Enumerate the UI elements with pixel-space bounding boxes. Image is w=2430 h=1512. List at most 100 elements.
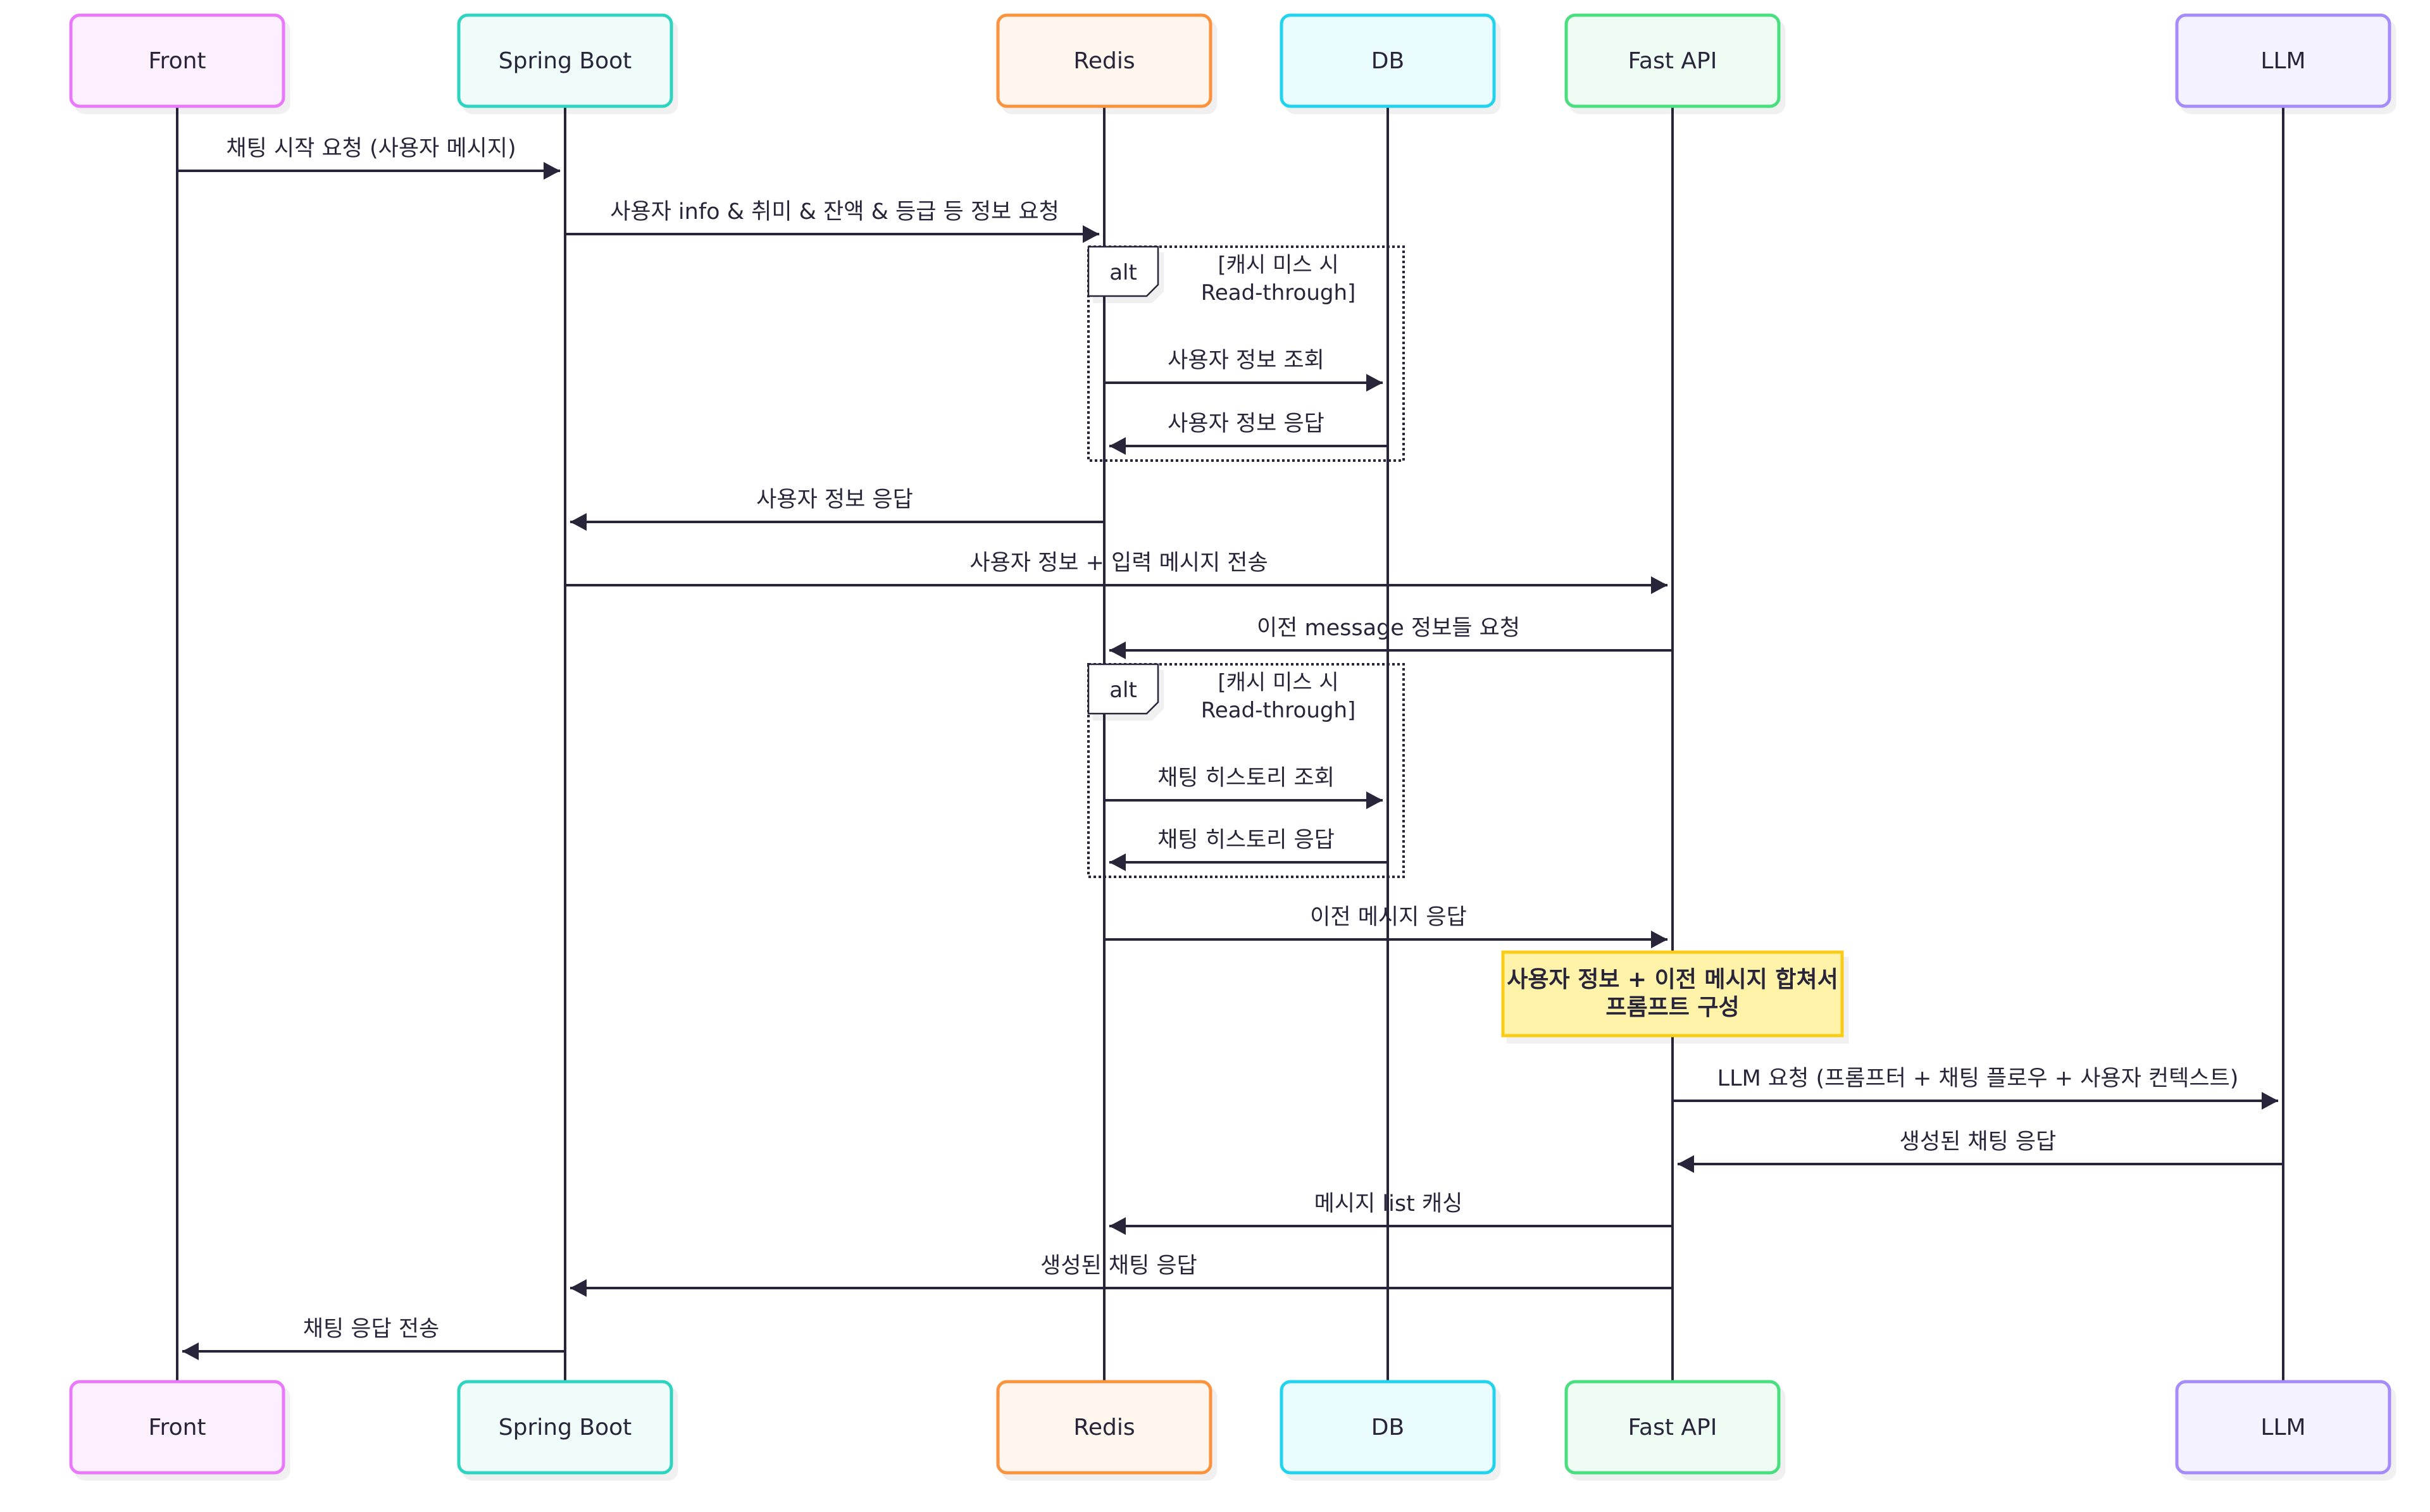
- message-8: 채팅 히스토리 조회: [1104, 765, 1383, 809]
- participant-label: LLM: [2260, 48, 2305, 74]
- arrowhead-icon: [1366, 374, 1383, 392]
- participant-front-bottom[interactable]: Front: [69, 1380, 285, 1475]
- participant-front-top[interactable]: Front: [69, 13, 285, 108]
- participant-label: DB: [1371, 1415, 1404, 1441]
- participant-label: Redis: [1073, 48, 1135, 74]
- message-12: 생성된 채팅 응답: [1677, 1129, 2283, 1173]
- message-13: 메시지 list 캐싱: [1109, 1191, 1673, 1235]
- arrowhead-icon: [1651, 931, 1667, 948]
- message-label: 사용자 정보 + 입력 메시지 전송: [969, 550, 1268, 576]
- participant-redis-bottom[interactable]: Redis: [996, 1380, 1212, 1475]
- message-label: 사용자 정보 응답: [756, 487, 913, 512]
- arrowhead-icon: [1651, 576, 1667, 594]
- message-label: 생성된 채팅 응답: [1900, 1129, 2057, 1155]
- participant-spring-bottom[interactable]: Spring Boot: [457, 1380, 673, 1475]
- alt-condition: Read-through]: [1201, 280, 1356, 306]
- participant-label: Fast API: [1628, 1415, 1717, 1441]
- participant-box: [996, 1380, 1212, 1475]
- alt-label-box: [1087, 245, 1159, 297]
- note-text: 프롬프트 구성: [1605, 995, 1739, 1020]
- messages: 채팅 시작 요청 (사용자 메시지) 사용자 info & 취미 & 잔액 & 등…: [177, 136, 2283, 1360]
- message-10: 이전 메시지 응답: [1104, 905, 1668, 948]
- participant-box: [69, 13, 285, 108]
- lifelines: [176, 106, 2284, 1382]
- note-text: 사용자 정보 + 이전 메시지 합쳐서: [1507, 967, 1838, 993]
- note-box: [1501, 950, 1844, 1038]
- participant-fastapi-bottom[interactable]: Fast API: [1564, 1380, 1781, 1475]
- message-label: 메시지 list 캐싱: [1314, 1191, 1463, 1217]
- participant-box: [69, 1380, 285, 1475]
- arrowhead-icon: [1109, 1217, 1126, 1235]
- participant-redis-top[interactable]: Redis: [996, 13, 1212, 108]
- participant-box: [996, 13, 1212, 108]
- alt-frame: [1087, 245, 1405, 462]
- alt-block: alt [캐시 미스 시 Read-through]: [1087, 663, 1405, 878]
- participant-box: [457, 13, 673, 108]
- participant-label: Spring Boot: [499, 1415, 632, 1441]
- alt-label-box: [1087, 663, 1159, 715]
- participant-box: [1280, 13, 1496, 108]
- message-label: 채팅 시작 요청 (사용자 메시지): [226, 136, 516, 161]
- message-label: 이전 메시지 응답: [1310, 905, 1467, 930]
- participant-fastapi-top[interactable]: Fast API: [1564, 13, 1781, 108]
- message-6: 사용자 정보 + 입력 메시지 전송: [565, 550, 1668, 594]
- arrowhead-icon: [1083, 225, 1099, 243]
- alt-frame: [1087, 663, 1405, 878]
- message-4: 사용자 정보 응답: [1109, 411, 1388, 455]
- arrowhead-icon: [570, 513, 587, 531]
- message-7: 이전 message 정보들 요청: [1109, 616, 1673, 659]
- arrowhead-icon: [1109, 437, 1126, 455]
- alt-keyword: alt: [1109, 260, 1137, 285]
- participant-db-top[interactable]: DB: [1280, 13, 1496, 108]
- message-label: LLM 요청 (프롬프터 + 채팅 플로우 + 사용자 컨텍스트): [1717, 1066, 2239, 1091]
- participant-box: [1564, 1380, 1781, 1475]
- arrowhead-icon: [544, 162, 560, 180]
- message-5: 사용자 정보 응답: [570, 487, 1104, 531]
- participant-box: [1564, 13, 1781, 108]
- participant-spring-top[interactable]: Spring Boot: [457, 13, 673, 108]
- message-9: 채팅 히스토리 응답: [1109, 827, 1388, 871]
- arrowhead-icon: [1109, 853, 1126, 871]
- participant-label: Fast API: [1628, 48, 1717, 74]
- message-label: 사용자 정보 응답: [1168, 411, 1324, 437]
- message-label: 사용자 info & 취미 & 잔액 & 등급 등 정보 요청: [610, 199, 1059, 225]
- message-3: 사용자 정보 조회: [1104, 348, 1383, 392]
- arrowhead-icon: [2262, 1092, 2278, 1110]
- message-11: LLM 요청 (프롬프터 + 채팅 플로우 + 사용자 컨텍스트): [1673, 1066, 2279, 1110]
- participant-label: DB: [1371, 48, 1404, 74]
- participant-box: [1280, 1380, 1496, 1475]
- participant-label: LLM: [2260, 1415, 2305, 1441]
- participant-box: [2175, 13, 2391, 108]
- alt-condition: Read-through]: [1201, 698, 1356, 723]
- message-15: 채팅 응답 전송: [182, 1317, 565, 1360]
- participant-llm-bottom[interactable]: LLM: [2175, 1380, 2391, 1475]
- participant-db-bottom[interactable]: DB: [1280, 1380, 1496, 1475]
- arrowhead-icon: [1678, 1155, 1694, 1173]
- arrowhead-icon: [1366, 791, 1383, 809]
- alt-keyword: alt: [1109, 678, 1137, 703]
- message-label: 생성된 채팅 응답: [1040, 1253, 1197, 1279]
- message-1: 채팅 시작 요청 (사용자 메시지): [177, 136, 561, 180]
- message-label: 사용자 정보 조회: [1168, 348, 1324, 373]
- alt-condition: [캐시 미스 시: [1218, 252, 1338, 278]
- participant-label: Spring Boot: [499, 48, 632, 74]
- arrowhead-icon: [1109, 641, 1126, 659]
- participant-llm-top[interactable]: LLM: [2175, 13, 2391, 108]
- message-label: 채팅 히스토리 조회: [1157, 765, 1335, 791]
- alt-condition: [캐시 미스 시: [1218, 670, 1338, 695]
- arrowhead-icon: [570, 1279, 587, 1297]
- message-label: 채팅 히스토리 응답: [1157, 827, 1335, 853]
- message-14: 생성된 채팅 응답: [570, 1253, 1673, 1297]
- participant-label: Front: [148, 48, 206, 74]
- participant-box: [2175, 1380, 2391, 1475]
- arrowhead-icon: [182, 1342, 199, 1360]
- participant-box: [457, 1380, 673, 1475]
- message-2: 사용자 info & 취미 & 잔액 & 등급 등 정보 요청: [565, 199, 1100, 243]
- message-label: 이전 message 정보들 요청: [1257, 616, 1520, 641]
